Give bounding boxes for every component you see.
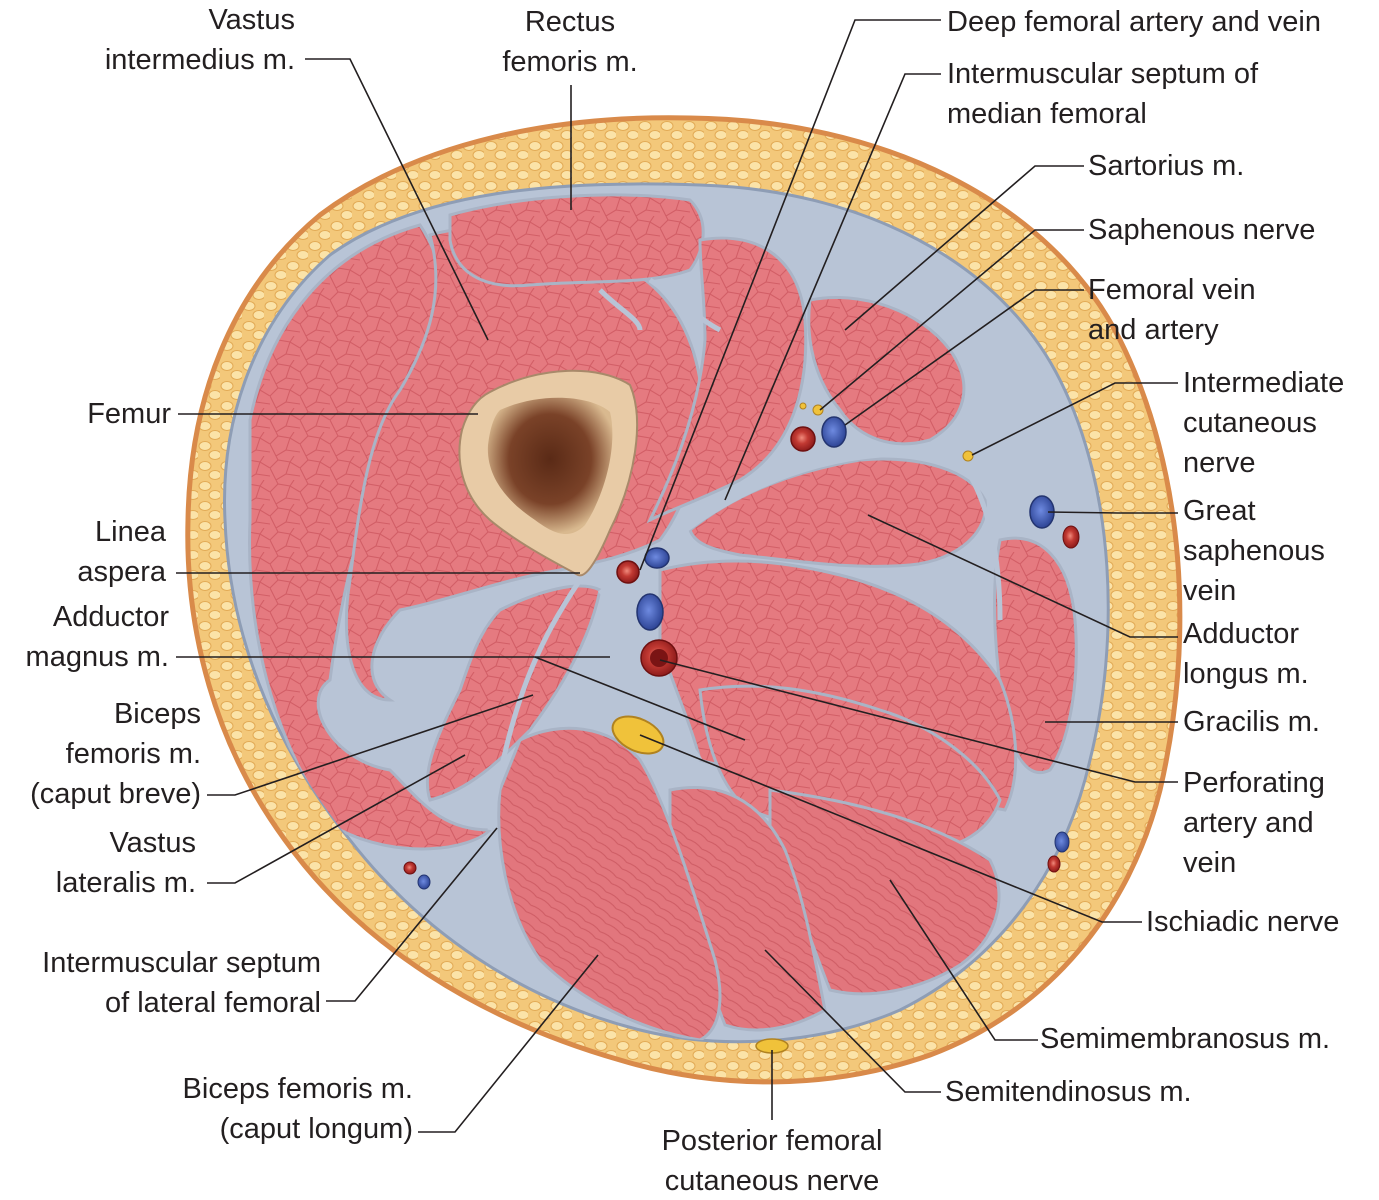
deep-femoral-artery [616, 560, 640, 584]
rectus-femoris-muscle [448, 193, 705, 288]
adductor-longus-muscle [688, 457, 988, 568]
gracilis-muscle [993, 536, 1078, 774]
saphenous-nerve-dot [812, 404, 824, 416]
label-ischiadic-nerve: Ischiadic nerve [1146, 906, 1340, 938]
intermediate-cutaneous-nerve-dot [962, 450, 974, 462]
label-semimembranosus: Semimembranosus m. [1040, 1023, 1331, 1055]
sartorius-muscle [807, 295, 966, 446]
label-femur: Femur [87, 398, 171, 430]
femoral-artery [790, 426, 816, 452]
vessels-and-nerves [403, 402, 1080, 1054]
deep-femoral-vein [644, 547, 670, 569]
ischiadic-nerve [611, 715, 665, 755]
label-saphenous-nerve: Saphenous nerve [1088, 214, 1316, 246]
leader-lines [176, 19, 1178, 1133]
label-semitendinosus: Semitendinosus m. [945, 1076, 1192, 1108]
femur-bone [458, 369, 639, 577]
label-biceps-femoris-caput-longum: Biceps femoris m.(caput longum) [182, 1073, 413, 1145]
vastus-medialis-muscle [646, 236, 808, 524]
label-gracilis: Gracilis m. [1183, 706, 1320, 738]
biceps-femoris-long-head-muscle [497, 726, 722, 1042]
label-deep-femoral-artery-vein: Deep femoral artery and vein [947, 6, 1321, 38]
perforating-vein [636, 593, 664, 631]
femoral-vein [821, 416, 847, 448]
biceps-femoris-short-head-muscle [425, 584, 602, 802]
label-sartorius: Sartorius m. [1088, 150, 1245, 182]
